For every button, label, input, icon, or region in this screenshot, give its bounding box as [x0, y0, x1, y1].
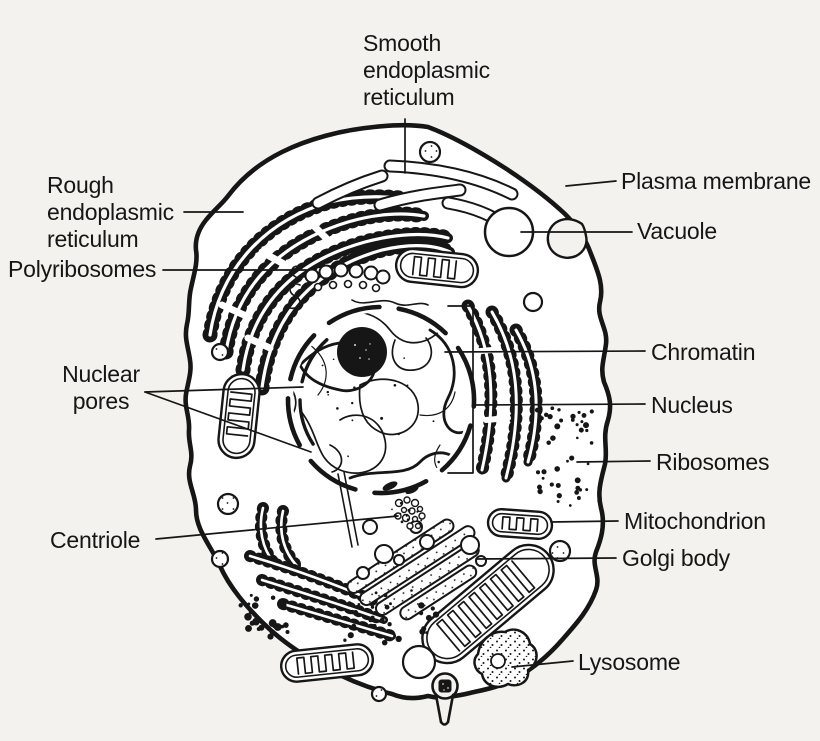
label-chromatin: Chromatin: [651, 339, 756, 365]
leader-chromatin: [444, 350, 646, 353]
ribosome-cluster: [534, 406, 594, 507]
mitochondrion-top: [394, 247, 480, 289]
label-vacuole: Vacuole: [637, 218, 718, 244]
lysosome: [473, 628, 538, 688]
nucleolus: [337, 327, 387, 377]
leader-nuclear-pore-1: [144, 386, 304, 393]
golgi-body: [346, 518, 487, 621]
label-plasma-membrane: Plasma membrane: [621, 168, 812, 194]
leader-golgi-body: [475, 557, 617, 560]
dark-vesicles: [382, 481, 419, 495]
mitochondrion-left: [217, 372, 261, 460]
ribosome-cluster: [337, 589, 440, 646]
microtubule: [337, 471, 359, 548]
small-vesicles: [210, 140, 572, 703]
label-ribosomes: Ribosomes: [656, 449, 770, 475]
nucleus-bracket: [447, 305, 474, 474]
label-mitochondrion: Mitochondrion: [624, 508, 766, 534]
membrane-invagination: [546, 217, 588, 259]
polyribosomes: [289, 262, 429, 310]
label-nucleus: Nucleus: [651, 392, 733, 418]
chromatin-strands: [293, 312, 469, 480]
mitochondrion-right: [486, 508, 554, 540]
nucleus: [284, 303, 478, 497]
leader-nuclear-pore-2: [144, 391, 312, 453]
leader-plasma-membrane: [565, 180, 617, 187]
rough-er-right: [461, 299, 543, 485]
rough-er-bottom-left: [244, 502, 398, 642]
leader-lines: [144, 118, 651, 668]
label-lysosome: Lysosome: [578, 649, 681, 675]
leader-lysosome: [511, 660, 574, 668]
rough-endoplasmic-reticulum: [202, 189, 458, 396]
label-golgi-body: Golgi body: [622, 545, 730, 571]
golgi-vesicles: [356, 519, 487, 580]
centriole-dots: [391, 501, 423, 524]
leader-nucleus: [472, 403, 646, 406]
leader-centriole: [155, 515, 399, 540]
label-nuclear-pores: Nuclear pores: [62, 361, 140, 414]
endocytic-channel: [431, 672, 459, 726]
leader-mitochondrion: [550, 520, 619, 523]
ribosome-cluster: [238, 593, 290, 640]
label-rough-er: Rough endoplasmic reticulum: [47, 172, 174, 252]
label-polyribosomes: Polyribosomes: [8, 256, 157, 282]
label-centriole: Centriole: [50, 527, 141, 553]
nucleoplasm-dots: [321, 357, 440, 464]
nuclear-envelope: [285, 304, 477, 496]
leader-ribosomes: [576, 460, 651, 463]
label-smooth-er: Smooth endoplasmic reticulum: [363, 30, 490, 110]
mitochondrion-bottom: [279, 643, 375, 683]
